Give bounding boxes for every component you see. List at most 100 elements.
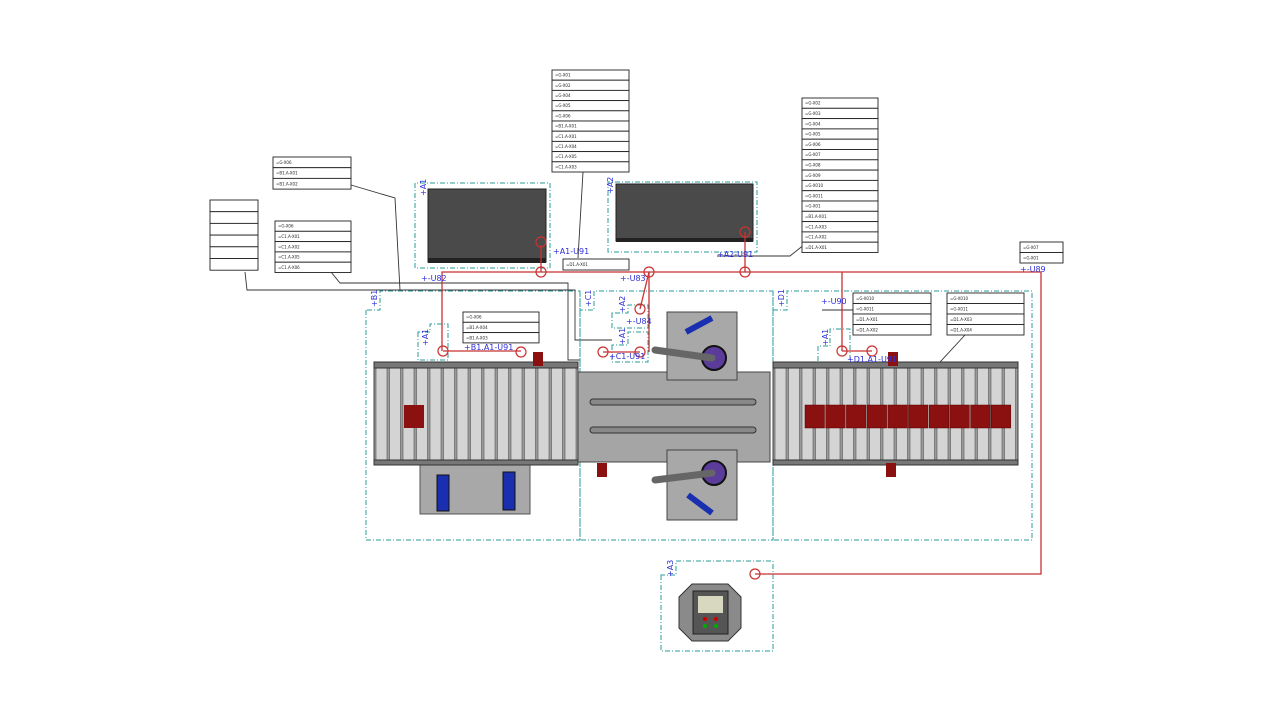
connection-point bbox=[739, 266, 751, 278]
roller bbox=[497, 367, 509, 461]
table-cell: =D1.A-X02 bbox=[856, 327, 878, 332]
connection-point bbox=[634, 303, 646, 315]
label-c1-u91: +C1-U91 bbox=[609, 352, 645, 361]
label-c1-a2: +A2 bbox=[618, 296, 627, 313]
label-u82: +-U82 bbox=[421, 274, 447, 283]
table-cell: =D1.A-X01 bbox=[805, 245, 827, 250]
product-box bbox=[970, 404, 991, 429]
hmi-screen-a1 bbox=[427, 188, 547, 263]
table-row bbox=[209, 211, 259, 224]
table-cell: =G-X07 bbox=[805, 152, 821, 157]
table-cell: =G-X06 bbox=[276, 160, 292, 165]
label-b1-a1: +A1 bbox=[421, 329, 430, 346]
label-u83: +-U83 bbox=[620, 274, 646, 283]
label-c1: +C1 bbox=[584, 290, 593, 307]
product-box bbox=[908, 404, 929, 429]
roller bbox=[429, 367, 442, 461]
table-cell: =B1.A-X01 bbox=[805, 214, 827, 219]
product-box bbox=[866, 404, 887, 429]
terminal-table: =G-X06=B1.A-X04=B1.A-X03 bbox=[462, 311, 540, 344]
roller bbox=[470, 367, 482, 461]
label-c1-a1: +A1 bbox=[618, 328, 627, 345]
table-row bbox=[946, 324, 1025, 336]
table-cell: =D1.A-X04 bbox=[950, 327, 972, 332]
table-cell: =C1.A-X01 bbox=[278, 234, 300, 239]
table-cell: =G-X07 bbox=[1023, 245, 1039, 250]
roller bbox=[551, 367, 563, 461]
label-d1-a1-u91: +D1.A1-U91 bbox=[847, 355, 897, 364]
table-row bbox=[1019, 252, 1064, 264]
connection-point bbox=[866, 345, 878, 357]
table-cell: =G-X06 bbox=[805, 142, 821, 147]
label-d1: +D1 bbox=[777, 289, 786, 307]
table-row bbox=[462, 332, 540, 344]
terminal-tables: =G-X01 =G-X02 =G-X04 =G-X05 =G-X06 =B1.A-X01 =… bbox=[209, 69, 1064, 344]
table-cell: =G-X09 bbox=[805, 173, 821, 178]
connection-point bbox=[437, 345, 449, 357]
product-box bbox=[825, 404, 846, 429]
table-cell: =G-X01 bbox=[805, 204, 821, 209]
table-cell: =G-X02 bbox=[805, 101, 821, 106]
operator-panel-a3 bbox=[678, 583, 742, 642]
table-row bbox=[209, 199, 259, 213]
label-a2: +A2 bbox=[606, 177, 615, 194]
table-cell: =G-X05 bbox=[555, 103, 571, 108]
frame-d1 bbox=[772, 290, 1033, 541]
table-cell: =G-X01 bbox=[1023, 255, 1039, 260]
connection-point bbox=[634, 346, 646, 358]
hmi-screen-a2 bbox=[615, 183, 754, 242]
connection-point bbox=[597, 346, 609, 358]
label-a1-u91: +A1-U91 bbox=[553, 247, 589, 256]
table-cell: =G-X011 bbox=[805, 193, 824, 198]
table-cell: =G-X06 bbox=[466, 315, 482, 320]
connection-point bbox=[739, 226, 751, 238]
table-row bbox=[209, 258, 259, 271]
connection-point bbox=[643, 266, 655, 278]
connection-point bbox=[749, 568, 761, 580]
roller bbox=[774, 367, 787, 461]
table-cell: =G-X04 bbox=[805, 121, 821, 126]
table-cell: =D1.A-X01 bbox=[566, 262, 588, 267]
label-b1: +B1 bbox=[370, 290, 379, 307]
table-row bbox=[274, 261, 352, 273]
frames bbox=[365, 181, 1033, 652]
table-cell: =G-X08 bbox=[805, 162, 821, 167]
table-cell: =B1.A-X04 bbox=[466, 325, 488, 330]
terminal-table: =G-X07 =G-X01 bbox=[1019, 241, 1064, 264]
table-cell: =D1.A-X03 bbox=[950, 317, 972, 322]
table-row bbox=[551, 161, 630, 173]
table-cell: =B1.A-X01 bbox=[555, 124, 577, 129]
table-row bbox=[209, 222, 259, 236]
roller bbox=[537, 367, 550, 461]
roller bbox=[443, 367, 455, 461]
frame-a3 bbox=[660, 560, 774, 652]
product-box bbox=[846, 404, 867, 429]
table-row bbox=[852, 324, 932, 336]
table-cell: =C1.A-X06 bbox=[278, 265, 300, 270]
table-cell: =C1.A-X02 bbox=[278, 244, 300, 249]
conveyor-d1 bbox=[772, 352, 1019, 477]
roller bbox=[375, 367, 388, 461]
connection-point bbox=[515, 346, 527, 358]
table-cell: =C1.A-X03 bbox=[805, 224, 827, 229]
terminal-table: =G-X01=G-X02=G-X04=G-X05=G-X06=B1.A-X01=… bbox=[551, 69, 630, 173]
connection-point bbox=[836, 345, 848, 357]
table-cell: =C1.A-X05 bbox=[555, 154, 577, 159]
table-row bbox=[562, 258, 630, 271]
label-d1-a1: +A1 bbox=[821, 329, 830, 346]
table-cell: =G-X05 bbox=[805, 132, 821, 137]
terminal-table: =G-X010=G-X011=D1.A-X01=D1.A-X02 bbox=[852, 292, 932, 336]
table-cell: =G-X010 bbox=[805, 183, 824, 188]
frame-c1 bbox=[579, 290, 774, 541]
table-cell: =G-X03 bbox=[805, 111, 821, 116]
label-a2-u91: +A2-U91 bbox=[717, 250, 753, 259]
table-cell: =G-X010 bbox=[950, 296, 969, 301]
table-cell: =D1.A-X01 bbox=[856, 317, 878, 322]
label-b1-a1-u91: +B1.A1-U91 bbox=[464, 343, 513, 352]
label-u90: +-U90 bbox=[821, 297, 847, 306]
frame-a2 bbox=[607, 181, 758, 253]
terminal-table: =G-X06=C1.A-X01=C1.A-X02=C1.A-X05=C1.A-X… bbox=[274, 220, 352, 273]
terminal-table: =G-X010=G-X011=D1.A-X03=D1.A-X04 bbox=[946, 292, 1025, 336]
table-cell: =G-X01 bbox=[555, 73, 571, 78]
